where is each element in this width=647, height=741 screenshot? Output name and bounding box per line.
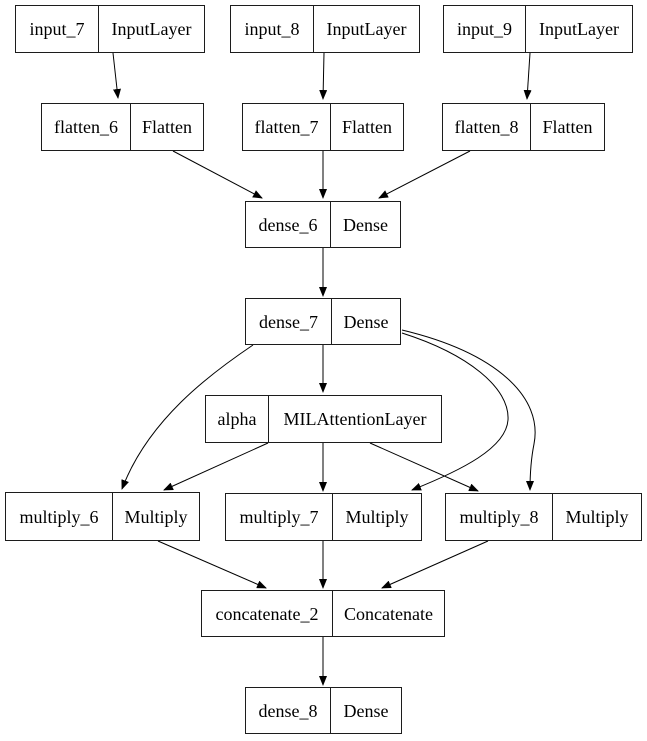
edge-multiply_6-concatenate_2 xyxy=(157,540,267,589)
edge-input_7-flatten_6 xyxy=(112,52,121,99)
node-dense_6: dense_6 Dense xyxy=(245,201,401,248)
node-multiply_8: multiply_8 Multiply xyxy=(445,493,642,541)
node-dense_8: dense_8 Dense xyxy=(245,687,402,734)
node-dense_6-type: Dense xyxy=(343,214,388,235)
node-input_8-name: input_8 xyxy=(231,6,314,52)
node-input_7-type: InputLayer xyxy=(111,19,192,39)
node-dense_7-name: dense_7 xyxy=(246,299,332,344)
node-flatten_7-name: flatten_7 xyxy=(243,104,331,150)
node-input_9: input_9 InputLayer xyxy=(443,5,633,53)
node-flatten_6-name: flatten_6 xyxy=(42,104,131,150)
node-flatten_8-type: Flatten xyxy=(542,117,593,137)
node-multiply_7: multiply_7 Multiply xyxy=(225,493,422,541)
node-input_9-type: InputLayer xyxy=(539,19,619,39)
node-flatten_8-name: flatten_8 xyxy=(443,104,531,150)
node-multiply_8-type: Multiply xyxy=(565,507,629,527)
node-dense_7: dense_7 Dense xyxy=(245,298,401,345)
node-multiply_6-type: Multiply xyxy=(124,506,188,527)
node-multiply_7-type: Multiply xyxy=(345,507,409,527)
node-dense_7-type: Dense xyxy=(343,311,389,332)
node-input_7: input_7 InputLayer xyxy=(15,5,205,53)
edge-input_8-flatten_7 xyxy=(319,52,328,100)
node-flatten_7: flatten_7 Flatten xyxy=(242,103,404,151)
node-flatten_6-type: Flatten xyxy=(142,117,192,137)
node-multiply_6: multiply_6 Multiply xyxy=(5,492,200,541)
node-concatenate_2-type: Concatenate xyxy=(344,603,433,624)
edge-flatten_6-dense_6 xyxy=(172,150,263,199)
edge-input_9-flatten_8 xyxy=(523,52,532,100)
edge-flatten_8-dense_6 xyxy=(378,150,471,199)
node-flatten_8: flatten_8 Flatten xyxy=(442,103,605,151)
node-dense_8-type: Dense xyxy=(343,700,389,721)
node-multiply_8-name: multiply_8 xyxy=(446,494,553,540)
node-input_9-name: input_9 xyxy=(444,6,526,52)
edge-alpha-multiply_8 xyxy=(369,442,479,492)
node-flatten_6: flatten_6 Flatten xyxy=(41,103,204,151)
node-input_8: input_8 InputLayer xyxy=(230,5,420,53)
node-flatten_7-type: Flatten xyxy=(342,117,392,137)
edge-multiply_8-concatenate_2 xyxy=(381,540,489,589)
node-multiply_7-name: multiply_7 xyxy=(226,494,333,540)
node-input_8-type: InputLayer xyxy=(326,19,407,39)
node-concatenate_2: concatenate_2 Concatenate xyxy=(201,590,445,637)
node-multiply_6-name: multiply_6 xyxy=(6,493,113,540)
node-alpha-type: MILAttentionLayer xyxy=(283,409,427,429)
node-dense_6-name: dense_6 xyxy=(246,202,331,247)
node-concatenate_2-name: concatenate_2 xyxy=(202,591,333,636)
node-dense_8-name: dense_8 xyxy=(246,688,331,733)
node-alpha-name: alpha xyxy=(206,396,269,442)
node-input_7-name: input_7 xyxy=(16,6,99,52)
node-alpha: alpha MILAttentionLayer xyxy=(205,395,442,443)
edge-alpha-multiply_6 xyxy=(163,442,269,491)
